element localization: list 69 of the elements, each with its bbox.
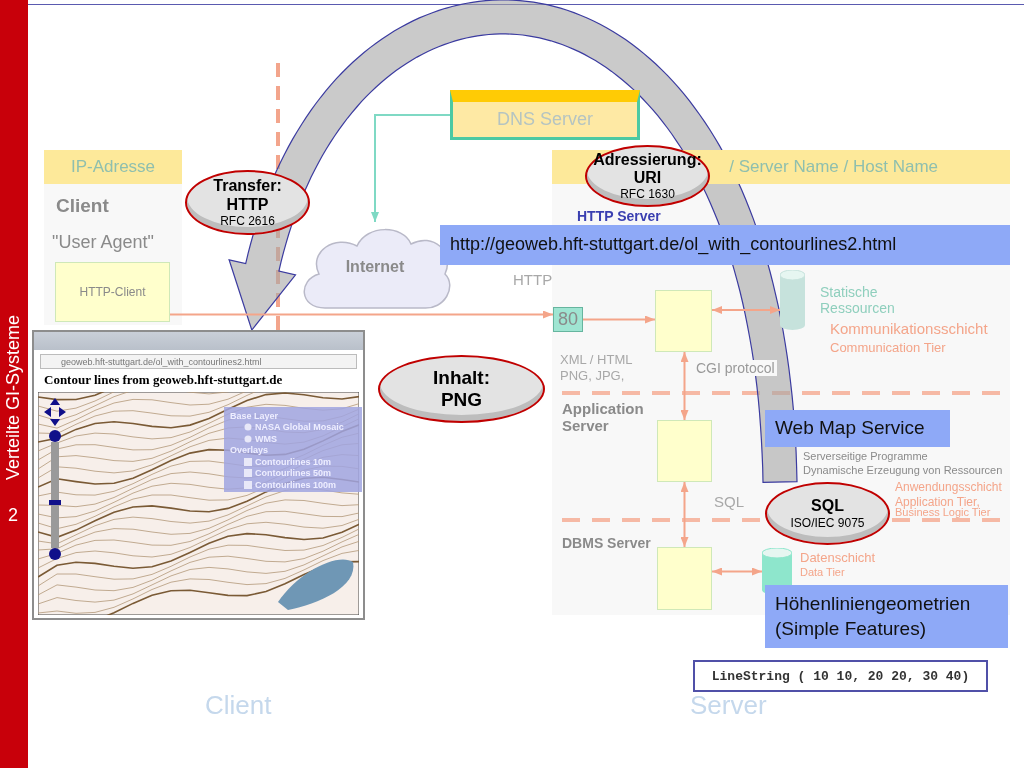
double-arrow [711, 567, 763, 576]
box-label: http://geoweb.hft-stuttgart.de/ol_with_contourlines2.html [450, 233, 897, 257]
header-band: IP-Adresse [44, 150, 182, 184]
tier-name: Anwendungsschicht [895, 480, 1002, 494]
layer-option: WMS [255, 433, 277, 444]
box-label: DNS Server [497, 109, 593, 130]
dns-server-box [450, 90, 640, 140]
protocol-label: CGI protocol [694, 360, 777, 376]
arrow [582, 315, 656, 324]
curved-arrow [228, 0, 798, 483]
layer-option: Contourlines 10m [255, 456, 331, 467]
tier-note: Serverseitige Programme [803, 450, 928, 462]
browser-window [32, 330, 365, 620]
server-box [657, 547, 712, 610]
tier-name: Communication Tier [830, 340, 946, 355]
panel-title: Client [56, 195, 109, 217]
ellipse-title: SQL [811, 497, 844, 516]
format-label: XML / HTML [560, 352, 633, 367]
client-box [55, 262, 170, 322]
tier-name: Kommunikationsschicht [830, 320, 988, 337]
ellipse-subtitle: RFC 2616 [220, 213, 275, 228]
client-panel [44, 150, 182, 325]
layer-option: Contourlines 50m [255, 468, 331, 479]
highlight-box [765, 585, 1008, 648]
code-text: LineString ( 10 10, 20 20, 30 40) [711, 668, 970, 684]
layer-option: Contourlines 100m [255, 479, 337, 490]
arrow [169, 310, 554, 319]
box-label: Web Map Service [775, 416, 925, 441]
tier-name: Datenschicht [800, 550, 876, 565]
slide-number: 2 [8, 505, 18, 526]
cloud-label: Internet [344, 258, 406, 276]
tier-label: HTTP Server [577, 208, 661, 224]
page-heading: Contour lines from geoweb.hft-stuttgart.de [44, 372, 283, 388]
highlight-box [765, 410, 950, 447]
ellipse-title: Transfer: HTTP [212, 177, 283, 214]
section-label: Client [205, 690, 272, 721]
resource-caption: Statische Ressourcen [820, 284, 896, 316]
double-arrow [711, 306, 781, 314]
section-label: Server [690, 690, 767, 721]
port-box [553, 307, 583, 332]
protocol-ellipse [185, 170, 310, 235]
tier-label: Application Server [562, 400, 645, 434]
tier-note: Dynamische Erzeugung von Ressourcen [803, 464, 1003, 476]
double-arrow [680, 481, 689, 548]
ellipse-subtitle: ISO/IEC 9075 [790, 515, 865, 530]
port-number: 80 [558, 309, 578, 330]
switcher-heading: Base Layer [230, 410, 279, 421]
box-label: Höhenliniengeometrien (Simple Features) [775, 591, 972, 641]
tier-name: Data Tier [800, 566, 845, 578]
double-arrow [680, 351, 689, 421]
protocol-label: SQL [714, 493, 744, 510]
ellipse-subtitle: RFC 1630 [620, 187, 675, 202]
protocol-label: HTTP [513, 271, 553, 288]
sidebar-title: Verteilte GI-Systeme [3, 314, 24, 480]
tier-label: DBMS Server [562, 535, 652, 551]
panel-subtitle: "User Agent" [52, 232, 154, 253]
layer-switcher-panel [224, 407, 362, 492]
layer-option: NASA Global Mosaic [255, 422, 344, 433]
server-box [655, 290, 712, 352]
storage-cylinder [780, 270, 805, 330]
server-box [657, 420, 712, 482]
highlight-box [440, 225, 1010, 265]
ellipse-title: Inhalt: PNG [432, 367, 491, 411]
box-label: HTTP-Client [79, 285, 146, 299]
arrow [371, 114, 451, 223]
format-label: PNG, JPG, [560, 368, 625, 383]
address-bar: geoweb.hft-stuttgart.de/ol_with_contourlines2.html [40, 354, 357, 369]
switcher-heading: Overlays [230, 445, 269, 456]
code-box [693, 660, 988, 692]
